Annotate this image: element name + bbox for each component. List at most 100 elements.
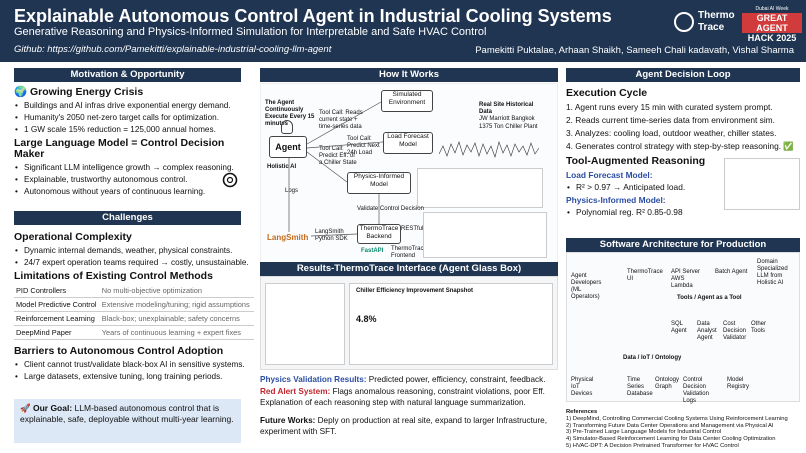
list-item: Explainable, trustworthy autonomous cont…	[14, 174, 249, 185]
thermotrace-logo-text: Thermo Trace	[698, 10, 735, 33]
llm-title: Large Language Model = Control Decision …	[14, 137, 225, 160]
hackathon-logo-bottom: HACK 2025	[747, 33, 797, 43]
motivation-section: 🌍 Growing Energy Crisis Buildings and AI…	[14, 84, 249, 198]
red-alert: Red Alert System: Flags anomalous reason…	[260, 386, 545, 396]
operational-title: Operational Complexity	[14, 231, 132, 243]
agent-note: The Agent Continuously Execute Every 15 …	[265, 100, 315, 127]
arch-node: SQL Agent	[671, 321, 687, 334]
arch-node: Physical IoT Devices	[571, 377, 594, 397]
openai-icon	[222, 172, 238, 188]
physics-validation: Physics Validation Results: Predicted po…	[260, 375, 546, 384]
toolcall-read: Tool Call: Reads current state + time-se…	[319, 110, 363, 130]
langsmith-logo: LangSmith	[267, 233, 309, 242]
list-item: Dynamic internal demands, weather, physi…	[14, 245, 254, 256]
reference-item: 1) DeepMind, Controlling Commercial Cool…	[566, 415, 788, 422]
barriers-title: Barriers to Autonomous Control Adoption	[14, 345, 224, 357]
list-item: Client cannot trust/validate black-box A…	[14, 359, 254, 370]
physics-informed-title: Physics-Informed Model:	[566, 195, 666, 205]
reference-item: 2) Transforming Future Data Center Opera…	[566, 422, 774, 429]
frontend-screenshot	[423, 212, 547, 258]
thermotrace-logo: Thermo Trace	[674, 8, 735, 40]
poster-subtitle: Generative Reasoning and Physics-Informe…	[14, 26, 487, 38]
validate-label: Validate Control Decision	[357, 206, 424, 212]
rocket-icon: 🚀	[20, 403, 31, 413]
goal-text: LLM-based autonomous control that is exp…	[20, 403, 234, 424]
list-item: 2. Reads current time-series data from e…	[566, 115, 775, 125]
backend-box: ThermoTrace Backend	[357, 224, 401, 244]
site-plant: 1375 Ton Chiller Plant	[479, 124, 538, 130]
dashboard-panel-main: Chiller Efficiency Improvement Snapshot …	[349, 283, 553, 365]
site-name: JW Marriott Bangkok	[479, 116, 535, 122]
motivation-heading: Motivation & Opportunity	[14, 68, 241, 82]
list-item: 1. Agent runs every 15 min with curated …	[566, 102, 773, 112]
arch-node: Other Tools	[751, 321, 767, 334]
how-it-works-diagram: The Agent Continuously Execute Every 15 …	[260, 83, 558, 263]
list-item: Humanity's 2050 net-zero target calls fo…	[14, 112, 249, 123]
agent-box: Agent	[269, 136, 307, 158]
github-link[interactable]: Github: https://github.com/Pamekitti/exp…	[14, 44, 332, 55]
arch-node: Time Series Database	[627, 377, 653, 397]
results-heading: Results-ThermoTrace Interface (Agent Gla…	[260, 262, 558, 276]
arch-node: API Server AWS Lambda	[671, 269, 701, 289]
fastapi-label: FastAPI	[361, 248, 384, 254]
execution-title: Execution Cycle	[566, 87, 648, 99]
list-item: 24/7 expert operation teams required → c…	[14, 257, 254, 268]
logs-label: Logs	[285, 188, 299, 194]
limitations-title: Limitations of Existing Control Methods	[14, 270, 213, 282]
toolcall-predict-load: Tool Call: Predict Next 24h Load	[347, 136, 380, 156]
list-item: 4. Generates control strategy with step-…	[566, 141, 794, 151]
arch-node: Model Registry	[727, 377, 750, 390]
hackathon-logo-top: Dubai AI Week	[755, 6, 789, 12]
results-text: Physics Validation Results: Predicted po…	[260, 374, 558, 438]
arch-node: Cost Decision Validator	[723, 321, 747, 341]
panel-value: 4.8%	[356, 314, 377, 324]
dashboard-panel-left	[265, 283, 345, 365]
arch-node: Data / IoT / Ontology	[623, 355, 682, 361]
arch-node: Batch Agent	[715, 269, 748, 275]
ollama-icon	[281, 120, 293, 134]
arch-node: Agent Developers (ML Operators)	[571, 273, 602, 300]
list-item: Buildings and AI infras drive exponentia…	[14, 100, 249, 111]
hackathon-logo: Dubai AI Week GREAT AGENT HACK 2025	[742, 6, 802, 43]
how-heading: How It Works	[260, 68, 558, 82]
challenges-heading: Challenges	[14, 211, 241, 225]
challenges-section: Operational Complexity Dynamic internal …	[14, 229, 254, 383]
poster-title: Explainable Autonomous Control Agent in …	[14, 6, 612, 26]
list-item: 1 GW scale 15% reduction = 125,000 annua…	[14, 124, 249, 135]
reference-item: 5) HVAC-DPT: A Decision Pretrained Trans…	[566, 442, 739, 449]
list-item: 3. Analyzes: cooling load, outdoor weath…	[566, 128, 777, 138]
list-item: R² > 0.97 → Anticipated load.	[566, 181, 802, 193]
globe-icon: 🌍	[14, 86, 28, 98]
glass-box-screenshot: Chiller Efficiency Improvement Snapshot …	[260, 276, 558, 370]
growing-title: 🌍 Growing Energy Crisis	[14, 86, 144, 98]
goal-box: 🚀 Our Goal: LLM-based autonomous control…	[14, 399, 241, 443]
references-title: References	[566, 409, 598, 415]
explanation: Explanation of each reasoning step with …	[260, 398, 526, 407]
arch-node: Domain Specialized LLM from Holistic AI	[757, 259, 788, 286]
reference-item: 3) Pre-Trained Large Language Models for…	[566, 429, 722, 436]
simulated-environment-box: Simulated Environment	[381, 90, 433, 112]
load-forecast-title: Load Forecast Model:	[566, 170, 653, 180]
toolcall-predict-eff: Tool Call: Predict Eff. of a Chiller Sta…	[319, 146, 357, 166]
list-item: Autonomous without years of continuous l…	[14, 186, 249, 197]
arch-node: Data Analyst Agent	[697, 321, 717, 341]
reference-item: 4) Simulator-Based Reinforcement Learnin…	[566, 436, 776, 443]
tool-title: Tool-Augmented Reasoning	[566, 155, 706, 167]
arch-node: ThermoTrace UI	[627, 269, 663, 282]
loop-section: Execution Cycle 1. Agent runs every 15 m…	[566, 84, 802, 219]
arch-heading: Software Architecture for Production	[566, 238, 800, 252]
future-works: Future Works: Deply on production at rea…	[260, 415, 548, 437]
arch-node: Ontology Graph	[655, 377, 680, 390]
thermotrace-logo-icon	[674, 12, 694, 32]
arch-node: Control Decision Validation Logs	[683, 377, 709, 404]
list-item: Significant LLM intelligence growth → co…	[14, 162, 249, 173]
restful-label: RESTful	[401, 226, 424, 232]
list-item: Large datasets, extensive tuning, long t…	[14, 371, 254, 382]
arch-node: Tools / Agent as a Tool	[677, 295, 742, 301]
tool-plots	[724, 158, 800, 210]
